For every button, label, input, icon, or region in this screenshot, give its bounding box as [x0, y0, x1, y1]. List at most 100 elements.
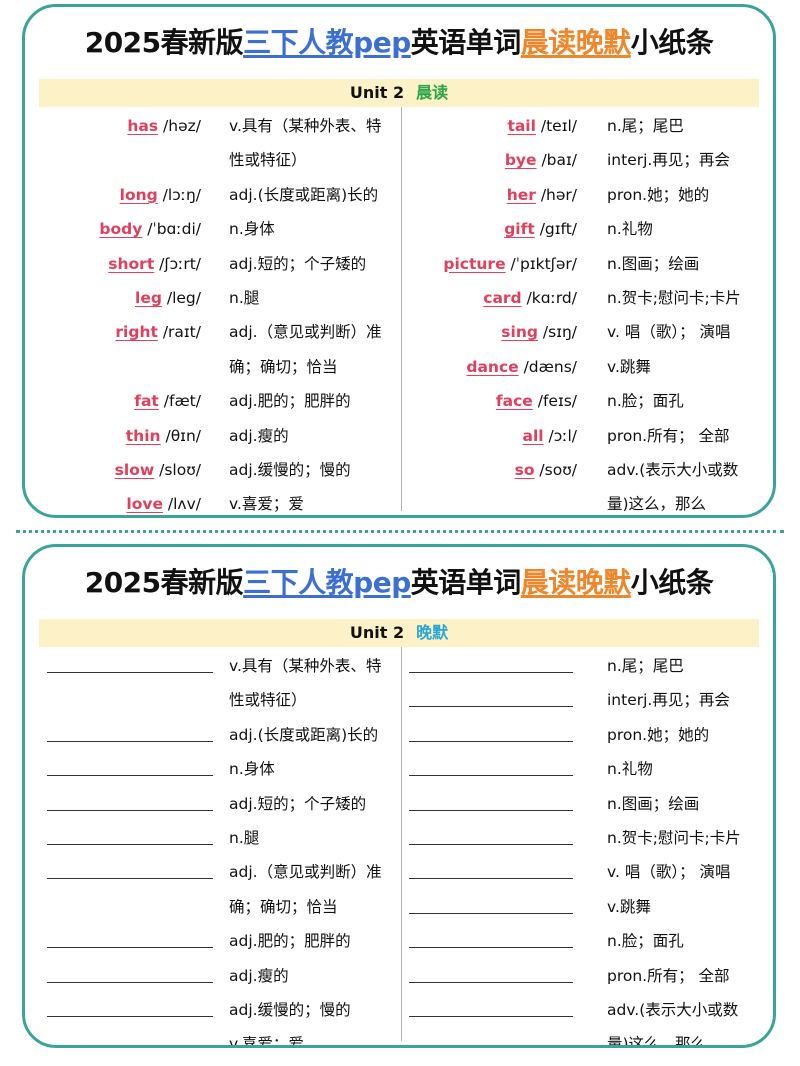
vocab-row: adj.肥的；肥胖的 — [25, 924, 773, 958]
phonetic-transcription: /kɑːrd/ — [521, 289, 577, 307]
vocab-row: dance /dæns/v.跳舞 — [25, 350, 773, 384]
answer-blank-line[interactable] — [409, 947, 573, 949]
vocab-word: right — [115, 323, 158, 342]
vocab-meaning: 量)这么，那么 — [607, 1035, 707, 1048]
vocab-row: adj.(长度或距离)长的 — [25, 718, 773, 752]
vocab-row: gift /gɪft/n.礼物 — [25, 212, 773, 246]
vocab-row: n.图画；绘画 — [25, 787, 773, 821]
vocab-meaning: adj.短的；个子矮的 — [229, 794, 367, 813]
vocab-word: face — [495, 392, 533, 411]
vocab-row: so /soʊ/adv.(表示大小或数 — [25, 453, 773, 487]
answer-blank-line[interactable] — [409, 878, 573, 880]
vocab-meaning: adj.（意见或判断）准 — [229, 323, 382, 342]
phonetic-transcription: /ʃɔːrt/ — [154, 254, 201, 273]
phonetic-transcription: /həz/ — [158, 117, 201, 135]
vocab-row: 性或特征） — [25, 143, 773, 177]
answer-blank-line[interactable] — [47, 981, 213, 983]
answer-blank-line[interactable] — [47, 740, 213, 742]
vocab-entry: love /lʌv/ — [126, 487, 201, 515]
phonetic-transcription: /ˈbɑːdi/ — [142, 220, 201, 239]
phonetic-transcription: /lʌv/ — [162, 495, 201, 514]
vocab-row: body /ˈbɑːdi/n.身体 — [25, 212, 773, 246]
phonetic-transcription: /sloʊ/ — [154, 461, 201, 479]
vocab-row: her /hər/pron.她；她的 — [25, 178, 773, 212]
vocab-meaning: 性或特征） — [229, 691, 307, 710]
vocab-meaning: adj.瘦的 — [229, 966, 289, 985]
answer-blank-line[interactable] — [409, 1016, 573, 1017]
vocab-meaning: n.尾；尾巴 — [607, 657, 684, 675]
vocab-meaning: adj.（意见或判断）准 — [229, 863, 382, 882]
vocab-meaning: n.图画；绘画 — [607, 254, 700, 273]
vocab-word: thin — [125, 426, 161, 445]
answer-blank-line[interactable] — [47, 775, 213, 777]
vocab-row: v.跳舞 — [25, 890, 773, 924]
vocab-meaning: n.礼物 — [607, 220, 653, 239]
vocab-row: long /lɔːŋ/adj.(长度或距离)长的 — [25, 178, 773, 212]
vocab-word: her — [506, 185, 536, 204]
answer-blank-line[interactable] — [47, 1016, 213, 1017]
answer-blank-line[interactable] — [409, 672, 573, 673]
vocab-meaning: n.尾；尾巴 — [607, 117, 684, 135]
vocab-meaning: pron.所有； 全部 — [607, 966, 730, 985]
vocab-meaning: adj.肥的；肥胖的 — [229, 392, 351, 411]
phonetic-transcription: /baɪ/ — [536, 151, 577, 170]
cut-line-divider — [16, 530, 784, 533]
vocab-row: 量)这么，那么 — [25, 1027, 773, 1048]
vocab-row: fat /fæt/adj.肥的；肥胖的 — [25, 384, 773, 418]
vocab-meaning: interj.再见；再会 — [607, 151, 730, 170]
vocab-meaning: v.跳舞 — [607, 897, 651, 916]
vocab-meaning: adj.(长度或距离)长的 — [229, 725, 379, 744]
vocab-word: love — [126, 495, 163, 514]
vocab-meaning: 确；确切；恰当 — [229, 897, 338, 916]
phonetic-transcription: /θɪn/ — [160, 426, 201, 445]
answer-blank-line[interactable] — [409, 740, 573, 742]
vocab-meaning: pron.她；她的 — [607, 725, 710, 744]
answer-blank-line[interactable] — [47, 809, 213, 811]
answer-blank-line[interactable] — [409, 981, 573, 983]
column-divider — [401, 107, 402, 511]
vocab-meaning: adj.缓慢的；慢的 — [229, 461, 351, 479]
vocab-row: has /həz/v.具有（某种外表、特 — [25, 109, 773, 143]
answer-blank-line[interactable] — [47, 672, 213, 673]
unit-label: Unit 2 — [349, 83, 405, 102]
answer-blank-line[interactable] — [47, 878, 213, 880]
vocab-row: 确；确切；恰当 — [25, 350, 773, 384]
vocab-row: right /raɪt/adj.（意见或判断）准 — [25, 315, 773, 349]
vocab-row: n.脸；面孔 — [25, 924, 773, 958]
vocab-word: has — [127, 117, 159, 135]
phonetic-transcription: /hər/ — [535, 185, 577, 204]
vocab-entry: has /həz/ — [127, 109, 201, 143]
vocab-row: card /kɑːrd/n.贺卡;慰问卡;卡片 — [25, 281, 773, 315]
vocab-word: bye — [504, 151, 537, 170]
answer-blank-line[interactable] — [409, 706, 573, 708]
vocab-row: picture /ˈpɪktʃər/n.图画；绘画 — [25, 247, 773, 281]
phonetic-transcription: /ˈpɪktʃər/ — [505, 254, 577, 273]
phonetic-transcription: /fæt/ — [158, 392, 201, 411]
session-label-evening: 晚默 — [416, 623, 449, 642]
answer-blank-line[interactable] — [409, 809, 573, 811]
vocab-row: pron.所有； 全部 — [25, 959, 773, 993]
phonetic-transcription: /gɪft/ — [534, 220, 577, 239]
vocab-row: slow /sloʊ/adj.缓慢的；慢的 — [25, 453, 773, 487]
vocab-row: tail /teɪl/n.尾；尾巴 — [25, 109, 773, 143]
page-title: 2025春新版三下人教pep英语单词晨读晚默小纸条 — [84, 566, 714, 599]
vocab-word: dance — [466, 357, 519, 376]
answer-blank-line[interactable] — [409, 844, 573, 845]
phonetic-transcription: /dæns/ — [518, 357, 577, 376]
answer-blank-line[interactable] — [409, 912, 573, 914]
answer-blank-line[interactable] — [47, 844, 213, 845]
vocab-meaning: v.喜爱；爱 — [229, 495, 304, 514]
vocab-meaning: adj.瘦的 — [229, 426, 289, 445]
vocab-entry: fat /fæt/ — [134, 384, 201, 418]
vocab-meaning: v.喜爱；爱 — [229, 1035, 304, 1048]
answer-blank-line[interactable] — [409, 775, 573, 777]
vocab-entry: sing /sɪŋ/ — [501, 315, 577, 349]
phonetic-transcription: /ɔːl/ — [543, 426, 578, 445]
vocab-row: n.身体 — [25, 752, 773, 786]
vocab-meaning: v.跳舞 — [607, 357, 651, 376]
vocab-meaning: 性或特征） — [229, 151, 307, 170]
answer-blank-line[interactable] — [47, 947, 213, 949]
vocab-row: love /lʌv/v.喜爱；爱 — [25, 487, 773, 515]
